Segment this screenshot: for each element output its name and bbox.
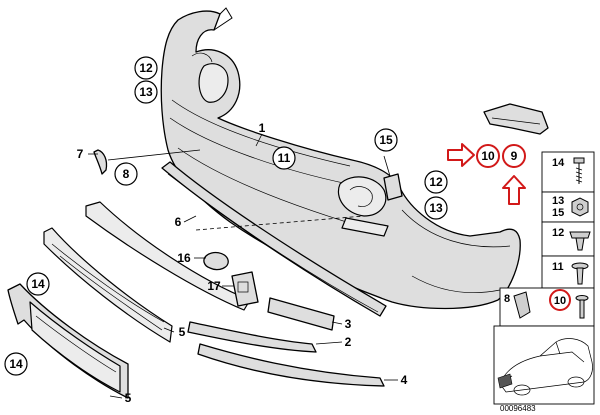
ref-label-17: 17	[207, 279, 221, 293]
svg-text:14: 14	[31, 277, 45, 291]
bracket-8-icon	[513, 291, 531, 319]
callout-15: 15	[374, 128, 398, 152]
lower-grille	[43, 201, 251, 343]
svg-text:10: 10	[481, 149, 495, 163]
svg-text:15: 15	[379, 133, 393, 147]
ref-label-6: 6	[175, 215, 182, 229]
grille-strip	[161, 161, 387, 317]
nut-icon	[571, 197, 589, 217]
panel-label-13: 13	[552, 195, 564, 207]
trim-strip-2	[187, 321, 317, 353]
red-arrow-up	[502, 175, 526, 205]
diagram-code: 00096483	[500, 404, 536, 413]
screw-icon	[573, 157, 585, 184]
panel-label-15: 15	[552, 207, 564, 219]
ref-label-2: 2	[345, 335, 352, 349]
svg-text:10: 10	[554, 295, 566, 307]
callout-13-top: 13	[134, 80, 158, 104]
ref-label-5-upper: 5	[179, 325, 186, 339]
license-plate-bracket	[7, 283, 129, 399]
panel-label-8: 8	[504, 293, 510, 305]
callout-14-low: 14	[4, 352, 28, 376]
bracket-17	[231, 271, 259, 307]
svg-text:13: 13	[139, 85, 153, 99]
svg-text:14: 14	[9, 357, 23, 371]
red-arrow-right	[447, 143, 475, 167]
leader-lines	[88, 133, 398, 399]
expansion-rivet-icon	[571, 262, 589, 285]
tow-hook-cover-16	[203, 251, 229, 271]
svg-text:9: 9	[511, 149, 518, 163]
ref-label-16: 16	[177, 251, 191, 265]
panel-label-11: 11	[552, 261, 564, 273]
push-clip-icon	[569, 231, 591, 251]
ref-label-4: 4	[401, 373, 408, 387]
callout-14-mid: 14	[26, 272, 50, 296]
bracket-15	[383, 173, 403, 201]
fastener-side-panel: 14 13 15 12 11 8 10	[493, 151, 595, 405]
callout-11: 11	[272, 146, 296, 170]
callout-10-highlighted: 10	[476, 144, 500, 168]
ref-label-5-lower: 5	[125, 391, 132, 405]
svg-text:13: 13	[429, 201, 443, 215]
vehicle-outline-icon	[497, 338, 593, 396]
callout-12-top: 12	[134, 56, 158, 80]
callout-13-right: 13	[424, 196, 448, 220]
callout-12-right: 12	[424, 170, 448, 194]
ref-label-7: 7	[77, 147, 84, 161]
bolt-icon	[575, 295, 589, 319]
panel-label-10-highlighted: 10	[549, 289, 571, 311]
reinforcement-bracket-10-9	[483, 103, 549, 135]
callout-9-highlighted: 9	[502, 144, 526, 168]
svg-text:8: 8	[123, 167, 130, 181]
ref-label-3: 3	[345, 317, 352, 331]
trim-strip-3	[267, 297, 335, 331]
svg-text:12: 12	[139, 61, 153, 75]
trim-strip-4	[197, 343, 385, 387]
panel-label-12: 12	[552, 227, 564, 239]
clip-7	[93, 149, 108, 175]
svg-text:11: 11	[278, 151, 291, 165]
callout-8: 8	[114, 162, 138, 186]
svg-text:12: 12	[429, 175, 443, 189]
panel-label-14: 14	[552, 157, 565, 169]
ref-label-1: 1	[259, 121, 266, 135]
